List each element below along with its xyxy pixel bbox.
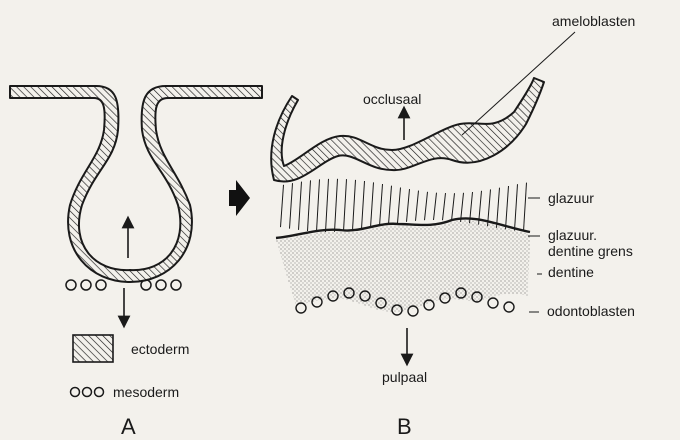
enamel-prism-line: [308, 180, 311, 231]
enamel-prism-line: [362, 181, 365, 229]
enamel-prism-line: [452, 193, 455, 221]
transition-arrow: [229, 180, 250, 216]
ectoderm-legend-swatch: [73, 335, 113, 362]
enamel-prism-line: [497, 188, 500, 228]
dentine-label: dentine: [548, 264, 594, 280]
odontoblast-cell: [504, 302, 514, 312]
enamel-prism-line: [335, 179, 338, 232]
enamel-prism-line: [434, 193, 437, 220]
enamel-prism-line: [506, 186, 509, 229]
ameloblasten-label: ameloblasten: [552, 13, 635, 29]
grens-label-line2: dentine grens: [548, 243, 633, 259]
enamel-prism-line: [326, 179, 329, 232]
mesoderm-legend-label: mesoderm: [113, 384, 179, 400]
enamel-prism-line: [371, 182, 374, 227]
enamel-prism-line: [380, 184, 383, 226]
ectoderm-band: [10, 86, 262, 282]
glazuur-label: glazuur: [548, 190, 594, 206]
panel-a-letter: A: [121, 414, 136, 439]
panel-a: ectoderm mesoderm A: [10, 86, 262, 439]
panel-b-letter: B: [397, 414, 412, 439]
enamel-prism-line: [281, 185, 284, 227]
enamel-prism-line: [398, 188, 401, 224]
occlusaal-label: occlusaal: [363, 91, 421, 107]
enamel-prism-line: [425, 192, 428, 220]
enamel-prism-line: [317, 179, 320, 231]
odontoblast-cell: [488, 298, 498, 308]
enamel-prism-line: [515, 184, 518, 230]
enamel-prism-line: [299, 182, 302, 230]
odontoblasten-label: odontoblasten: [547, 303, 635, 319]
ectoderm-legend-label: ectoderm: [131, 341, 189, 357]
enamel-prism-line: [524, 183, 527, 232]
enamel-prism-line: [443, 193, 446, 220]
enamel-prism-line: [353, 180, 356, 231]
enamel-prism-line: [389, 186, 392, 225]
pulpaal-label: pulpaal: [382, 369, 427, 385]
enamel-prism-line: [344, 179, 347, 231]
enamel-prism-line: [407, 189, 410, 222]
enamel-prism-line: [416, 191, 419, 221]
enamel-prism-line: [290, 183, 293, 229]
grens-label-line1: glazuur.: [548, 227, 597, 243]
panel-b: occlusaal ameloblasten pulpaal glazuur g…: [271, 13, 635, 439]
mesoderm-legend-swatch: [71, 388, 104, 397]
